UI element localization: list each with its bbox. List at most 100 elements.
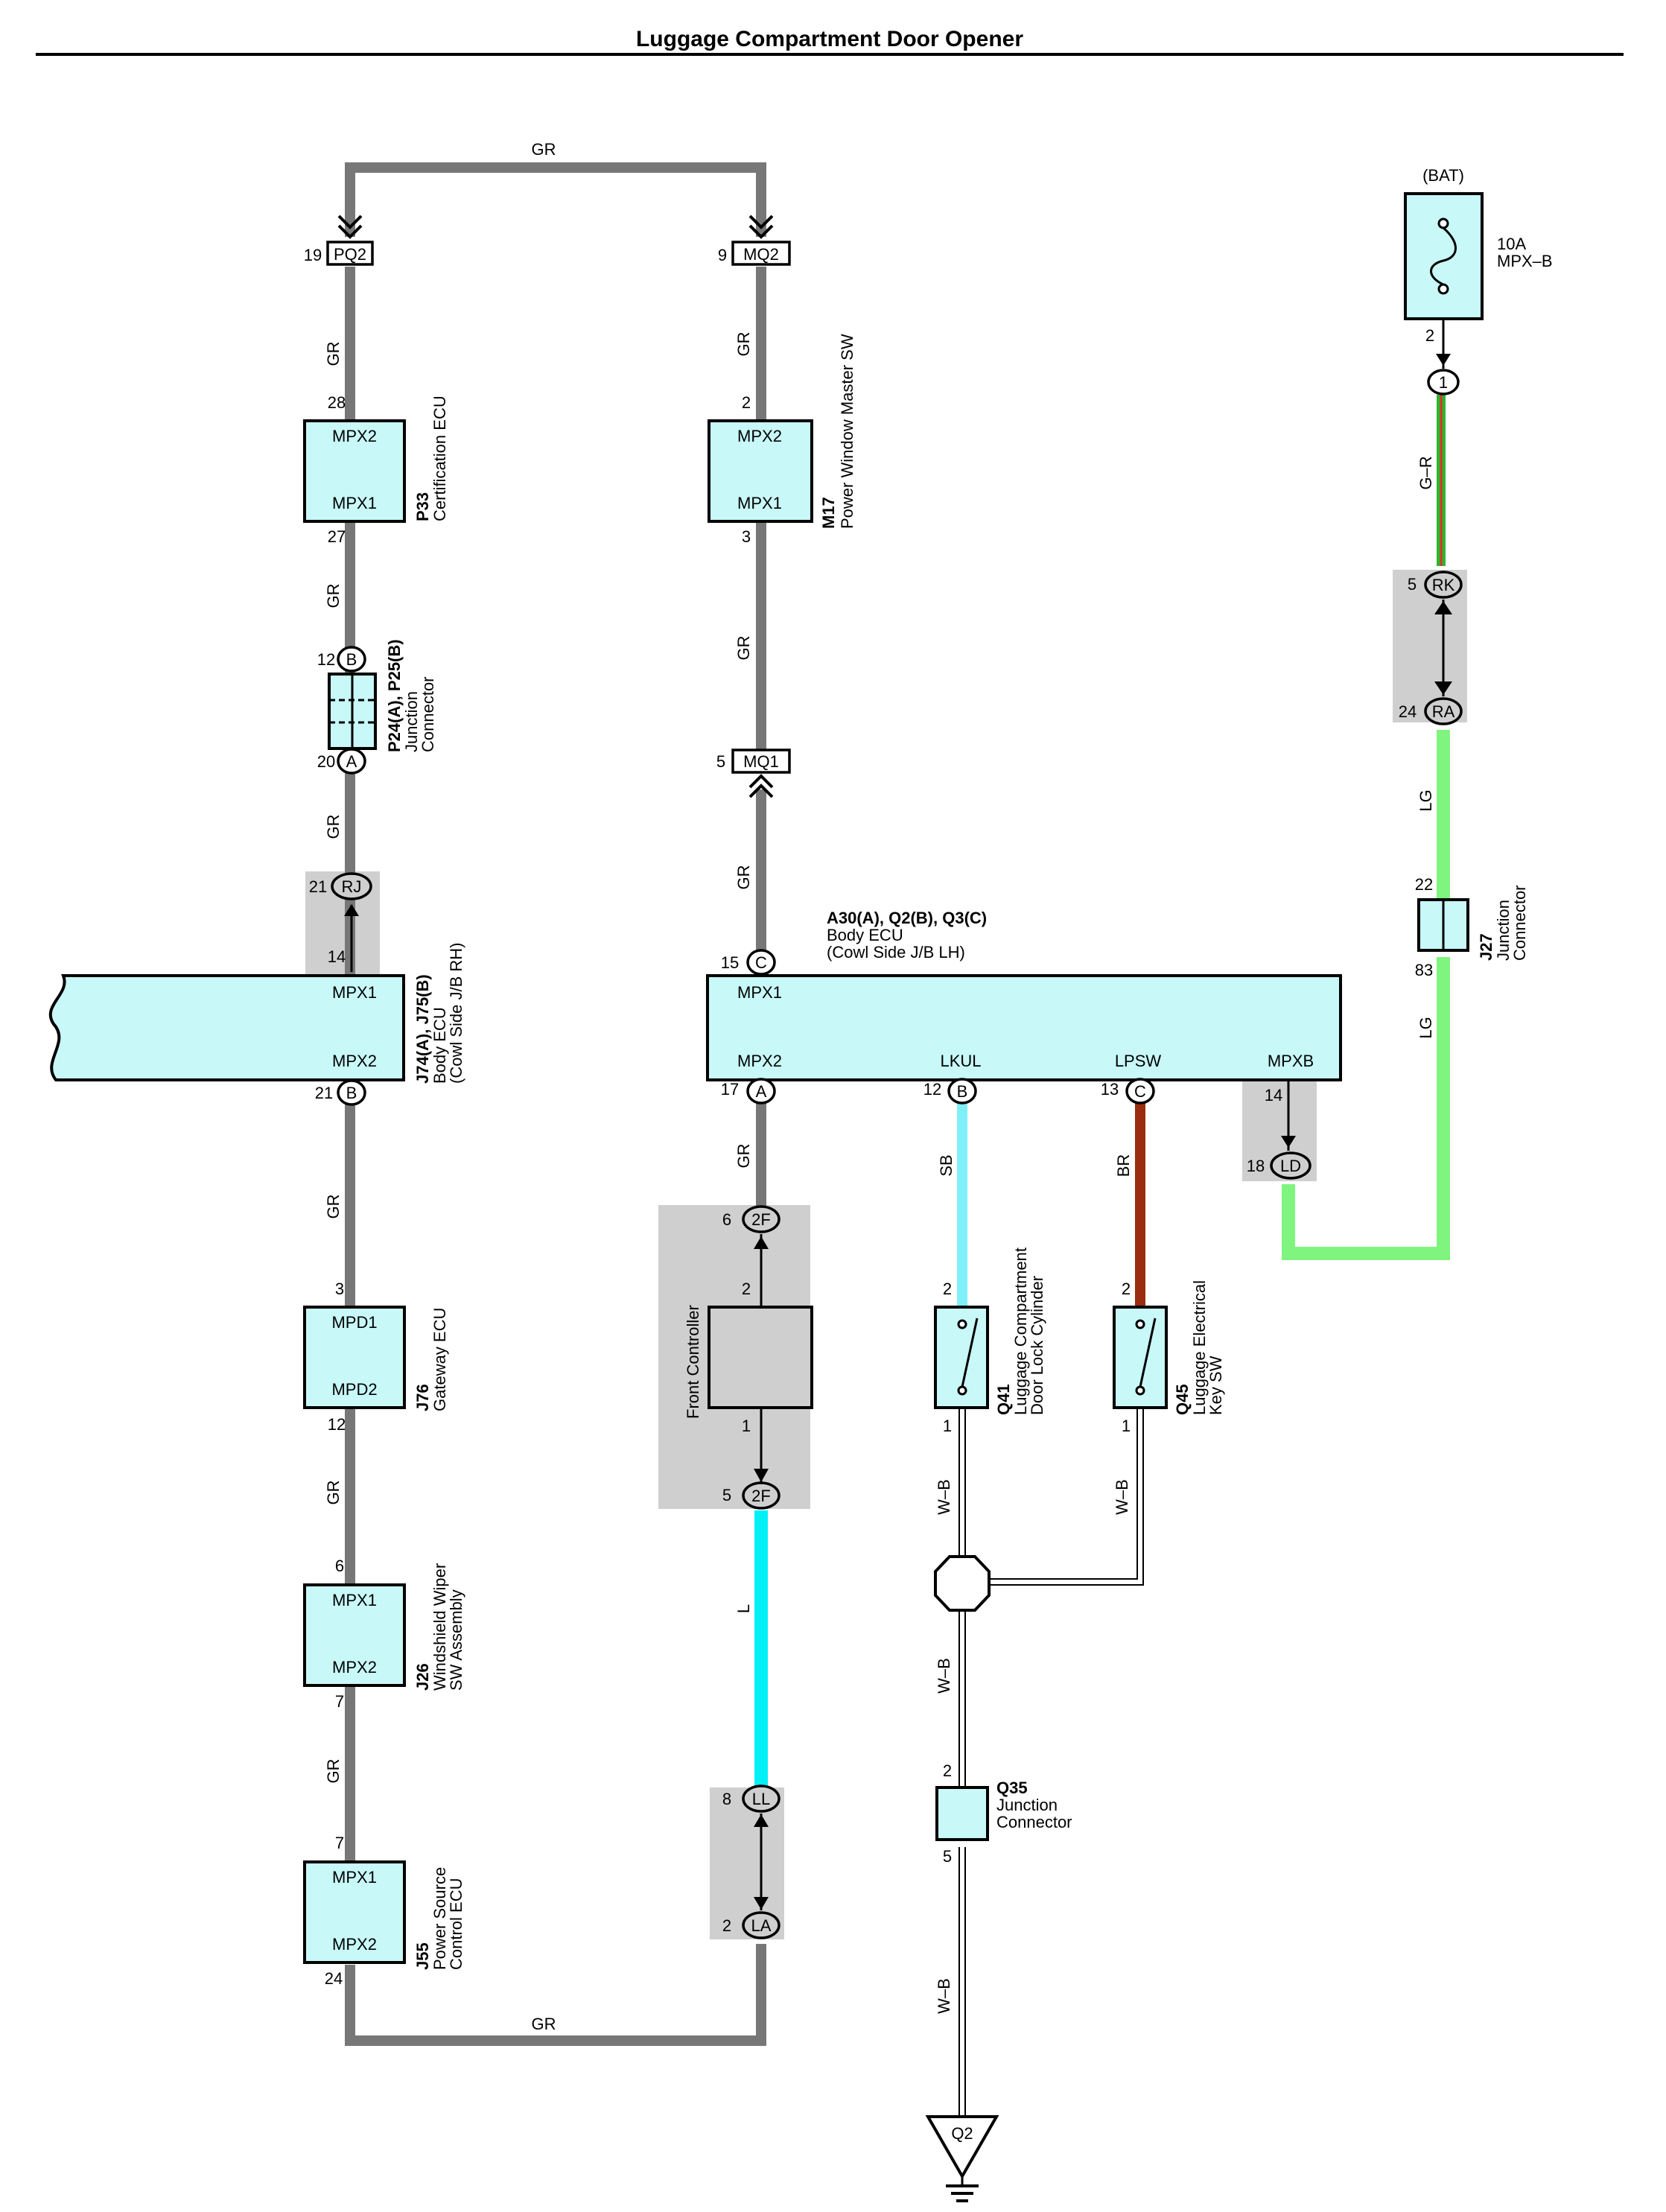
svg-text:10A: 10A: [1497, 235, 1526, 253]
pin-2: 2: [742, 393, 751, 412]
svg-text:MPX2: MPX2: [332, 427, 377, 445]
svg-text:GR: GR: [324, 584, 343, 608]
svg-text:C: C: [755, 953, 767, 972]
svg-text:Body ECU: Body ECU: [430, 1007, 449, 1084]
component-j55: 7 MPX1 MPX2 24 J55 Power Source Control …: [303, 1834, 465, 1988]
component-a30: A30(A), Q2(B), Q3(C) Body ECU (Cowl Side…: [706, 909, 1342, 1105]
pin-1-q41: 1: [943, 1417, 952, 1435]
component-p24-p25: 12 B A 20 P24(A), P25(B) Junction Connec…: [317, 639, 437, 775]
svg-text:A: A: [346, 752, 357, 771]
pin-5: 5: [716, 752, 725, 771]
pq2-label: PQ2: [334, 245, 366, 264]
connector-rk-ra: 5 RK 24 RA LG LG: [1399, 571, 1463, 1039]
svg-text:Connector: Connector: [1510, 885, 1529, 961]
component-j26: 6 MPX1 MPX2 7 J26 Windshield Wiper SW As…: [303, 1557, 465, 1711]
pin-3-j76: 3: [335, 1280, 344, 1298]
pin-27: 27: [328, 527, 346, 546]
pin-14: 14: [328, 947, 346, 966]
pin-5-q35: 5: [943, 1847, 952, 1866]
svg-text:MPX1: MPX1: [332, 494, 377, 512]
svg-text:A: A: [756, 1082, 767, 1101]
svg-text:GR: GR: [734, 865, 753, 890]
pin-13: 13: [1101, 1080, 1119, 1099]
pin-12: 12: [317, 650, 335, 669]
svg-text:(Cowl Side J/B LH): (Cowl Side J/B LH): [827, 943, 965, 962]
svg-text:MPX2: MPX2: [332, 1658, 377, 1677]
pin-2-fc: 2: [742, 1280, 751, 1298]
pin-14-mpxb: 14: [1265, 1086, 1282, 1105]
svg-text:MPX2: MPX2: [332, 1052, 377, 1070]
pin-7-j26: 7: [335, 1692, 344, 1711]
connector-pq2: PQ2 19: [304, 214, 374, 266]
pin-7-j55: 7: [335, 1834, 344, 1852]
svg-text:J26: J26: [413, 1663, 432, 1691]
svg-text:2F: 2F: [751, 1210, 771, 1229]
component-p33: 28 MPX2 MPX1 27 P33 Certification ECU: [303, 393, 449, 546]
diagram-title: Luggage Compartment Door Opener: [636, 27, 1023, 51]
svg-text:B: B: [346, 650, 357, 669]
svg-text:Junction: Junction: [402, 691, 421, 752]
svg-text:LKUL: LKUL: [940, 1052, 981, 1070]
svg-text:Junction: Junction: [1494, 900, 1513, 961]
pin-28: 28: [328, 393, 346, 412]
svg-text:Connector: Connector: [996, 1813, 1072, 1831]
connector-mq1: 5 MQ1: [716, 749, 791, 798]
svg-text:J55: J55: [413, 1942, 432, 1970]
pin-5-rk: 5: [1408, 575, 1417, 594]
svg-text:B: B: [346, 1084, 357, 1102]
pin-24: 24: [1399, 702, 1417, 721]
connector-ld: 14 LD 18: [1247, 1080, 1312, 1180]
component-q35: 2 5 Q35 Junction Connector: [935, 1761, 1072, 1866]
svg-text:Windshield Wiper: Windshield Wiper: [430, 1563, 449, 1691]
wb-labels: W–B W–B W–B W–B: [935, 1479, 1131, 2014]
svg-text:RJ: RJ: [342, 877, 362, 896]
svg-text:J74(A), J75(B): J74(A), J75(B): [413, 974, 432, 1084]
pin-21-rj: 21: [309, 877, 327, 896]
wire-lg: [1282, 730, 1450, 1260]
svg-text:MQ1: MQ1: [743, 752, 779, 771]
pin-2-q41: 2: [943, 1280, 952, 1298]
pin-24-j55: 24: [325, 1969, 343, 1988]
pin-19: 19: [304, 246, 322, 264]
svg-text:MPD2: MPD2: [331, 1380, 377, 1399]
pin-6: 6: [722, 1210, 731, 1229]
svg-text:1: 1: [1439, 373, 1448, 392]
svg-text:M17: M17: [819, 497, 838, 529]
svg-text:GR: GR: [532, 140, 556, 159]
pin-83: 83: [1415, 961, 1433, 979]
pin-2-q35: 2: [943, 1761, 952, 1780]
component-j27: 22 83 J27 Junction Connector: [1415, 875, 1529, 979]
svg-text:Connector: Connector: [419, 676, 437, 752]
svg-text:Luggage Electrical: Luggage Electrical: [1190, 1280, 1209, 1415]
svg-text:MPX–B: MPX–B: [1497, 252, 1553, 270]
svg-text:GR: GR: [324, 1759, 343, 1784]
svg-text:MPX2: MPX2: [737, 1052, 782, 1070]
svg-text:Q35: Q35: [996, 1779, 1028, 1797]
svg-text:Key SW: Key SW: [1206, 1356, 1225, 1415]
svg-text:LD: LD: [1280, 1157, 1301, 1175]
component-q41: SB 2 1 Q41 Luggage Compartment Door Lock…: [934, 1154, 1046, 1435]
svg-text:Certification ECU: Certification ECU: [430, 395, 449, 521]
svg-text:W–B: W–B: [935, 1978, 953, 2014]
pin-12-j76: 12: [328, 1415, 346, 1434]
svg-text:Q2: Q2: [951, 2124, 973, 2143]
wire-gr-bottom-loop: [345, 1944, 766, 2046]
svg-text:J76: J76: [413, 1384, 432, 1411]
pin-1-q45: 1: [1122, 1417, 1131, 1435]
svg-text:Door Lock Cylinder: Door Lock Cylinder: [1028, 1276, 1046, 1415]
gr-labels: GR GR GR GR GR GR GR GR GR GR GR GR: [324, 140, 753, 2033]
component-j76: 3 MPD1 MPD2 12 J76 Gateway ECU: [303, 1280, 449, 1434]
component-q45: BR 2 1 Q45 Luggage Electrical Key SW: [1113, 1154, 1225, 1435]
svg-text:Q41: Q41: [994, 1384, 1013, 1415]
pin-18: 18: [1247, 1157, 1265, 1175]
pin-2-fuse: 2: [1425, 326, 1434, 345]
wire-wb: [958, 1400, 1144, 2115]
svg-text:G–R: G–R: [1417, 456, 1435, 489]
svg-text:MPX2: MPX2: [332, 1935, 377, 1954]
component-front-controller: 6 2F 2 1 5 2F Front Controller L: [684, 1205, 813, 1613]
svg-text:LA: LA: [751, 1916, 772, 1935]
svg-text:GR: GR: [324, 342, 343, 366]
component-bat-fuse: (BAT) 10A MPX–B 2 1 G–R: [1404, 166, 1553, 490]
svg-text:GR: GR: [734, 332, 753, 357]
